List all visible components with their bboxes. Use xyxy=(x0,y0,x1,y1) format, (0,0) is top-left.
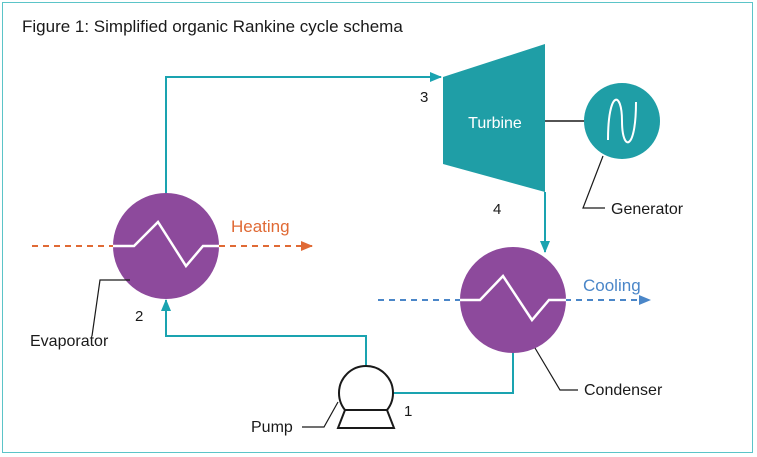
evaporator-leader-line xyxy=(91,279,130,337)
state-point-4: 4 xyxy=(493,201,501,218)
state-point-1: 1 xyxy=(404,403,412,420)
generator-sine-icon xyxy=(607,98,637,144)
condenser-coil-icon xyxy=(460,274,566,323)
state-point-3: 3 xyxy=(420,89,428,106)
evaporator-coil-icon xyxy=(113,220,219,269)
turbine-body xyxy=(443,44,545,192)
pipe-pump-to-evaporator xyxy=(161,299,367,366)
pump-label: Pump xyxy=(251,419,293,436)
evaporator-body xyxy=(113,193,219,299)
pipe-evaporator-to-turbine xyxy=(165,72,442,196)
pipe-condenser-to-pump xyxy=(356,350,514,398)
cooling-label: Cooling xyxy=(583,276,641,295)
pump-leader-line xyxy=(302,401,339,428)
pump-base xyxy=(336,409,396,429)
condenser-label: Condenser xyxy=(584,382,663,399)
heating-label: Heating xyxy=(231,217,290,236)
condenser-leader-line xyxy=(534,347,578,391)
evaporator-label: Evaporator xyxy=(30,333,109,350)
generator-leader-line xyxy=(582,155,605,209)
state-point-2: 2 xyxy=(135,308,143,325)
turbine-label: Turbine xyxy=(468,115,522,132)
condenser-body xyxy=(460,247,566,353)
generator-label: Generator xyxy=(611,201,684,218)
figure-title: Figure 1: Simplified organic Rankine cyc… xyxy=(22,17,403,36)
